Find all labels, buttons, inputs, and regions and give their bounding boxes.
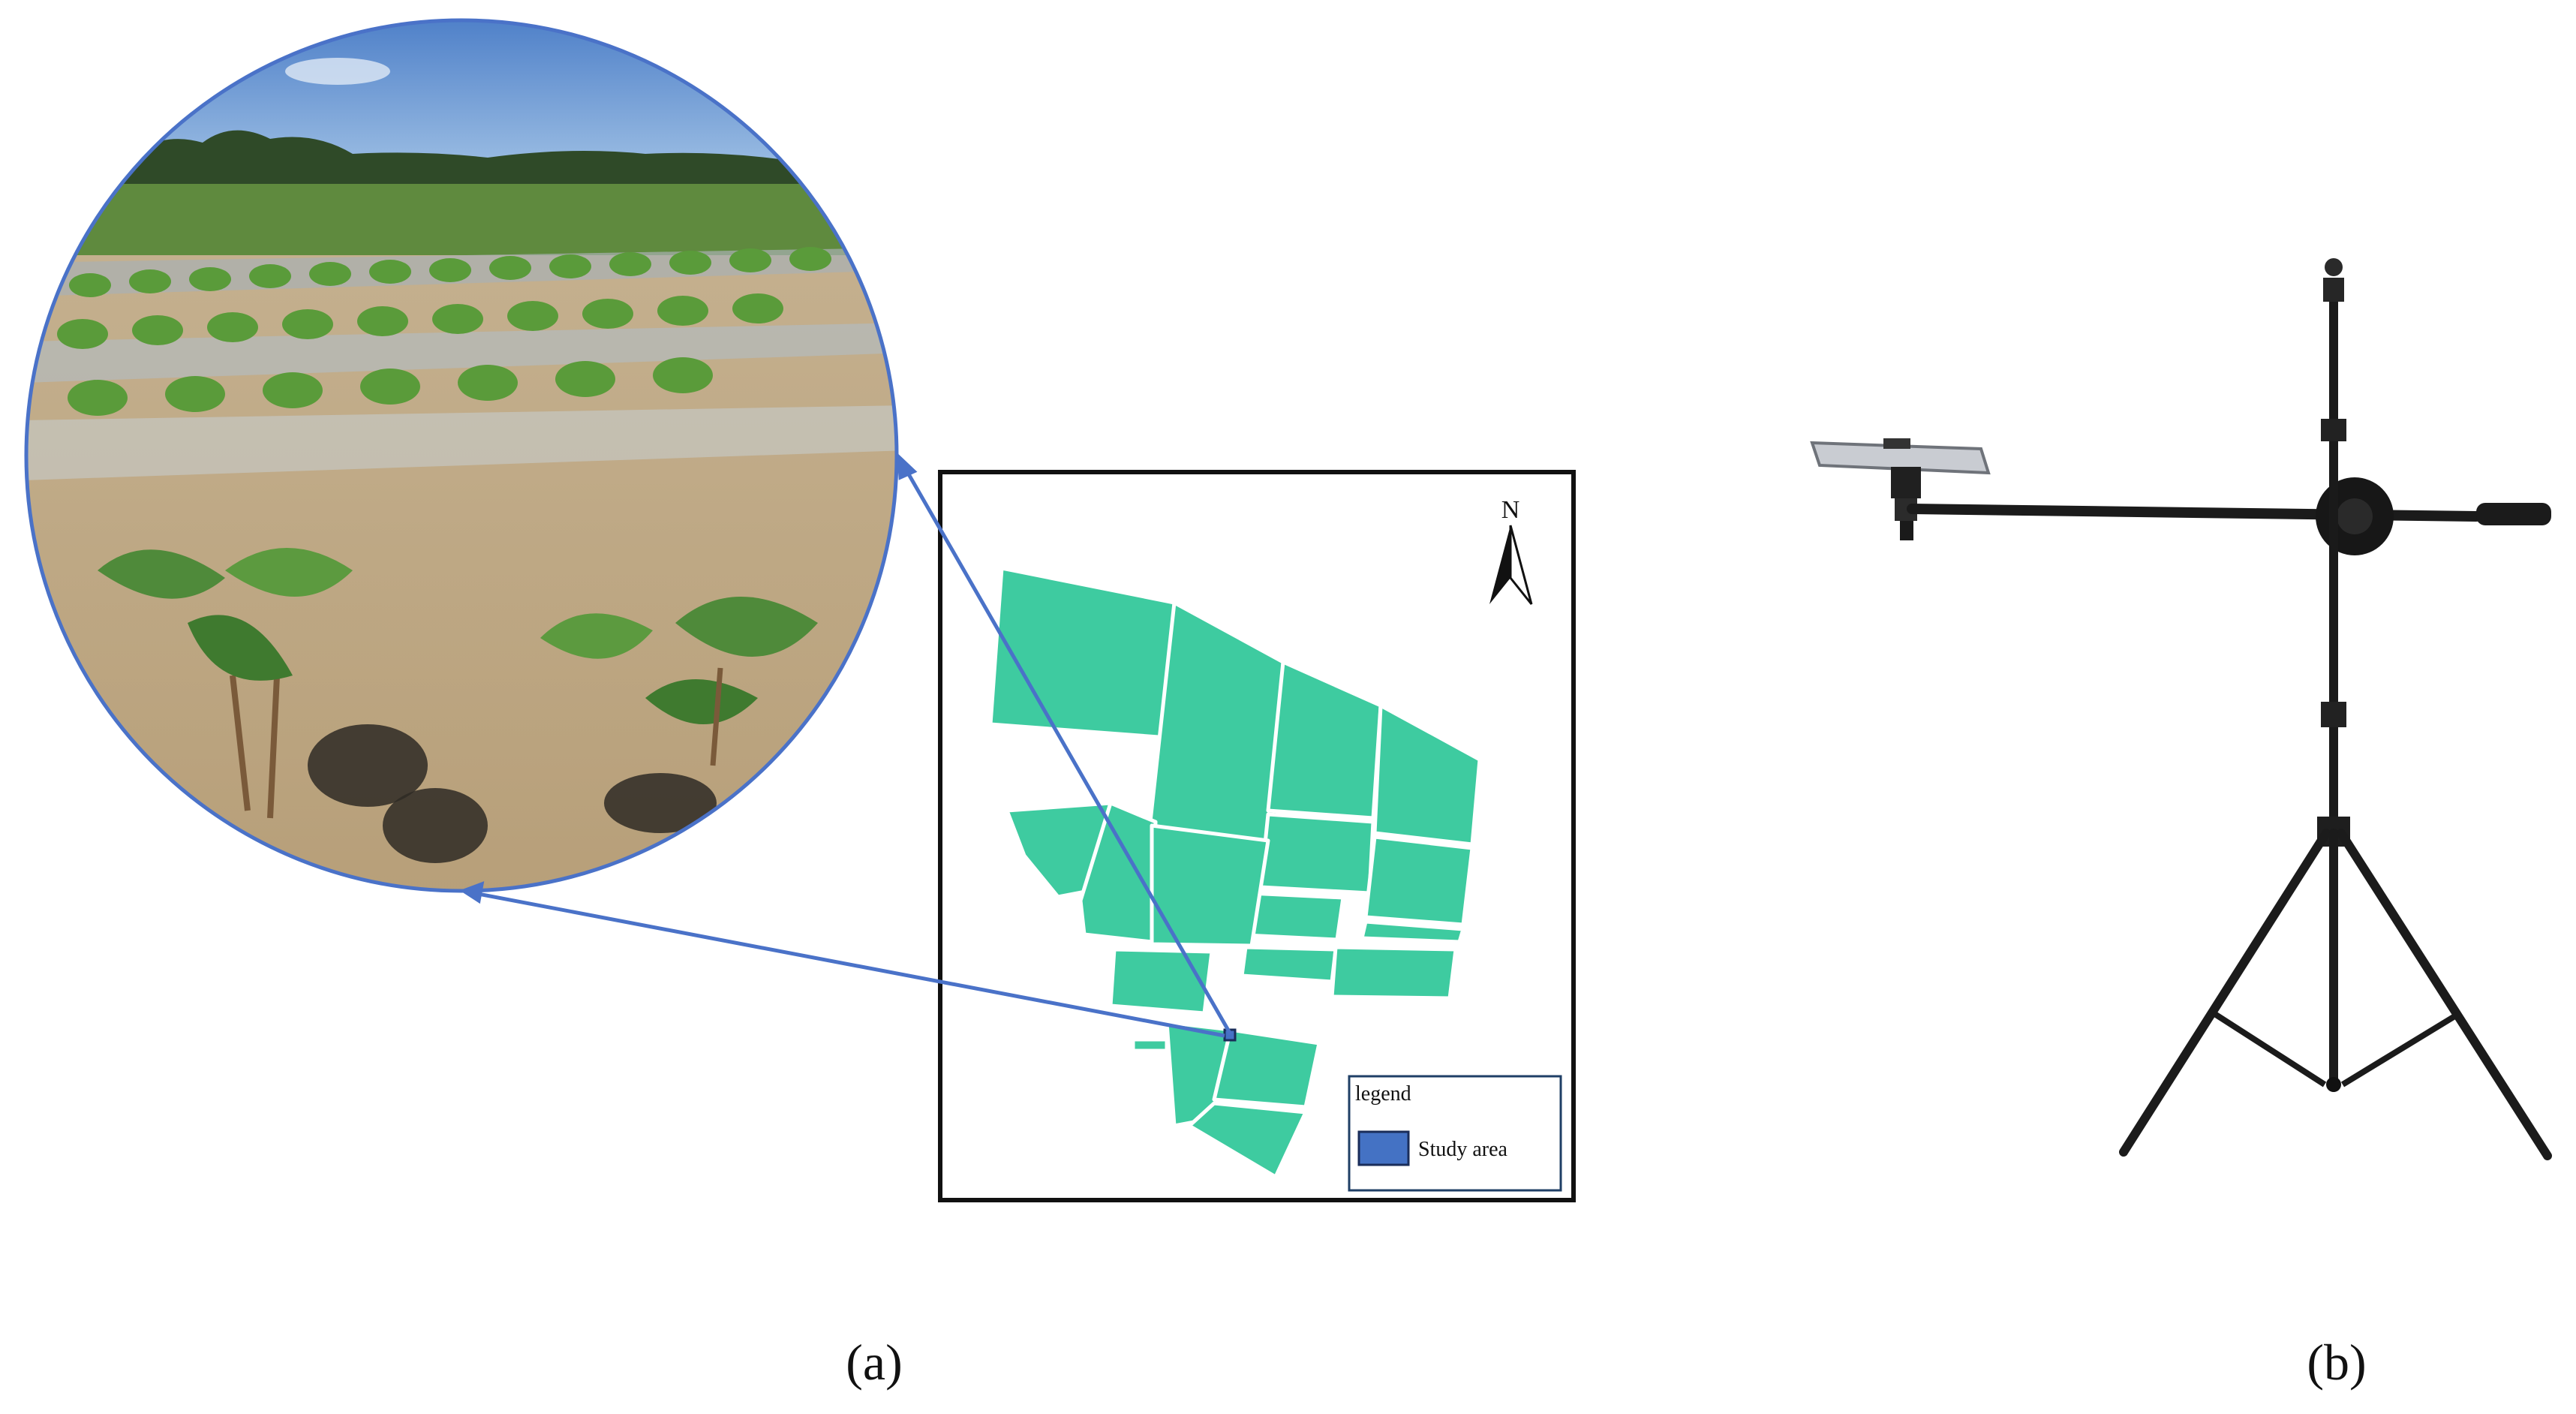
legend-swatch	[1357, 1130, 1410, 1166]
legend-title: legend	[1355, 1082, 1411, 1106]
north-label: N	[1501, 496, 1520, 524]
legend-item-label: Study area	[1418, 1138, 1508, 1161]
north-arrow: N	[1489, 496, 1533, 605]
map-legend: legend Study area	[1348, 1075, 1562, 1192]
field-parcels	[988, 566, 1482, 1179]
tripod-photo	[1810, 258, 2552, 1160]
caption-b: (b)	[2307, 1334, 2366, 1391]
caption-a: (a)	[846, 1334, 902, 1391]
zoom-pointer-lines	[459, 452, 1233, 1038]
